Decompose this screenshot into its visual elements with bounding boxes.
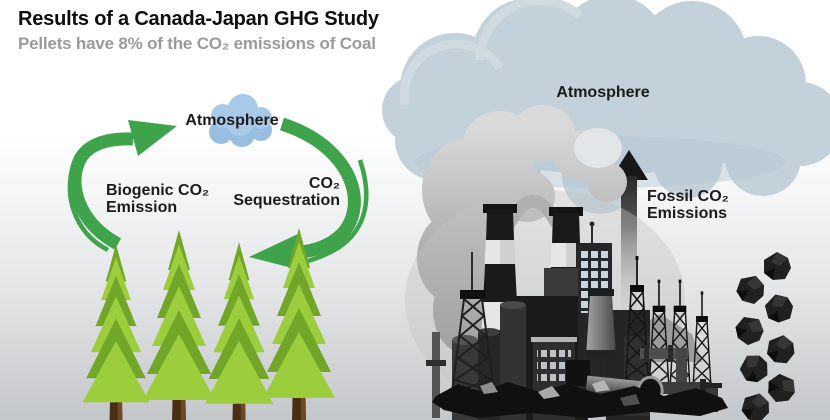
fossil-emissions-line1: Fossil CO₂	[647, 188, 729, 205]
coal-lump-icon	[764, 252, 791, 280]
biogenic-emission-arrow-icon	[67, 120, 177, 253]
pine-tree-icon	[143, 230, 215, 420]
page-title: Results of a Canada-Japan GHG Study	[18, 8, 379, 30]
coal-lump-icon	[762, 290, 797, 325]
page-subtitle: Pellets have 8% of the CO₂ emissions of …	[18, 34, 376, 53]
factory-icon	[405, 190, 728, 420]
atmosphere-label-biogenic: Atmosphere	[185, 112, 279, 129]
co2-sequestration-label: CO₂ Sequestration	[218, 175, 340, 209]
coal-lump-icon	[739, 390, 774, 420]
factory-base-rock	[432, 380, 728, 418]
small-atmosphere-cloud-icon	[209, 94, 272, 147]
atmosphere-label-fossil: Atmosphere	[556, 84, 650, 101]
fossil-emissions-line2: Emissions	[647, 205, 728, 222]
coal-lump-icon	[735, 348, 774, 387]
biogenic-emission-line1: Biogenic CO₂	[106, 182, 210, 199]
window-grid	[537, 348, 571, 385]
coal-lump-icon	[763, 369, 802, 408]
coal-lump-icon	[731, 310, 770, 350]
fossil-emissions-label: Fossil CO₂ Emissions	[647, 188, 729, 222]
coal-lump-icon	[733, 271, 769, 307]
pine-tree-icon	[204, 242, 274, 420]
biogenic-emission-line2: Emission	[106, 199, 178, 216]
biogenic-emission-label: Biogenic CO₂ Emission	[106, 182, 209, 216]
co2-sequestration-line1: CO₂	[308, 175, 340, 192]
co2-sequestration-line2: Sequestration	[233, 192, 340, 209]
lattice-tower-icon	[451, 252, 495, 393]
pine-tree-icon	[82, 244, 150, 420]
coal-lumps-group	[731, 252, 802, 420]
forest-group	[82, 228, 335, 420]
coal-lump-icon	[765, 332, 798, 366]
